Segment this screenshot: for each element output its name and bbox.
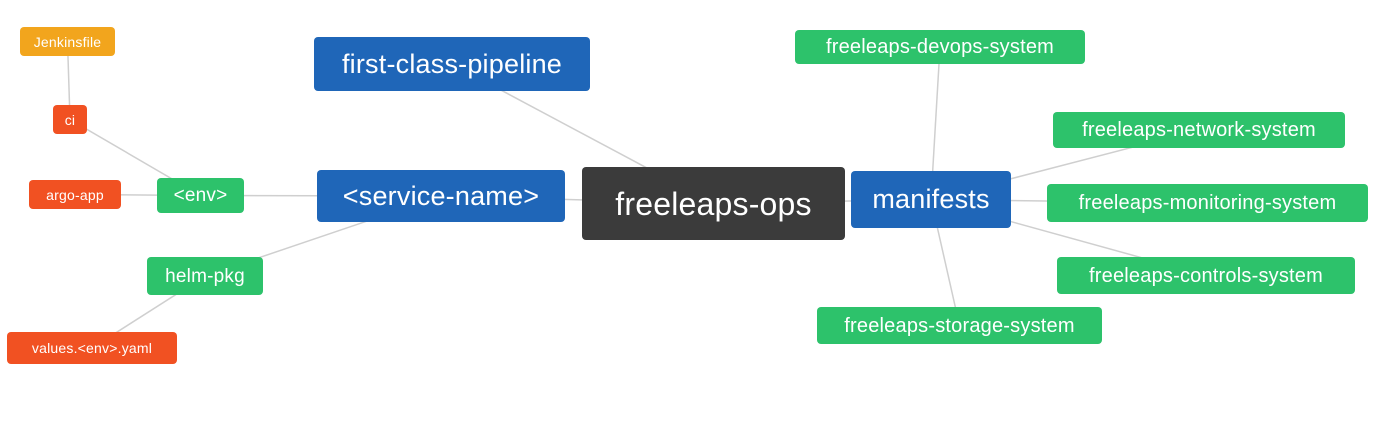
node-devops-system: freeleaps-devops-system bbox=[795, 30, 1085, 64]
node-network-system: freeleaps-network-system bbox=[1053, 112, 1345, 148]
node-freeleaps-ops: freeleaps-ops bbox=[582, 167, 845, 240]
node-monitoring-system: freeleaps-monitoring-system bbox=[1047, 184, 1368, 222]
node-service-name: <service-name> bbox=[317, 170, 565, 222]
node-controls-system: freeleaps-controls-system bbox=[1057, 257, 1355, 294]
node-first-class-pipeline: first-class-pipeline bbox=[314, 37, 590, 91]
node-env: <env> bbox=[157, 178, 244, 213]
node-argo-app: argo-app bbox=[29, 180, 121, 209]
node-helm-pkg: helm-pkg bbox=[147, 257, 263, 295]
node-ci: ci bbox=[53, 105, 87, 134]
node-jenkinsfile: Jenkinsfile bbox=[20, 27, 115, 56]
node-values-env-yaml: values.<env>.yaml bbox=[7, 332, 177, 364]
node-storage-system: freeleaps-storage-system bbox=[817, 307, 1102, 344]
node-manifests: manifests bbox=[851, 171, 1011, 228]
